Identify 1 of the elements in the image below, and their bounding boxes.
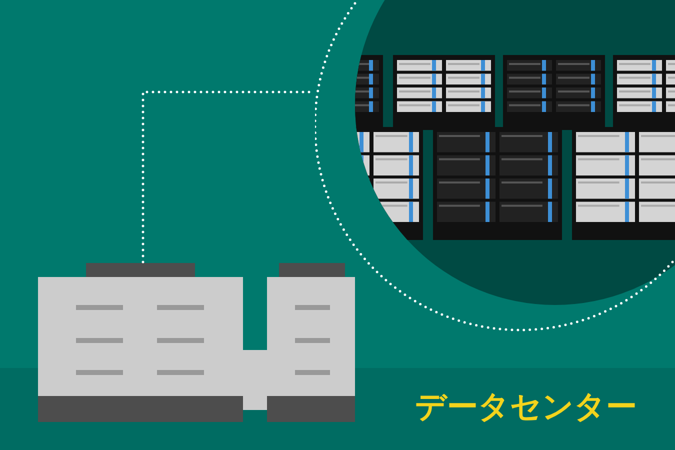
title-text: データセンター — [415, 392, 637, 423]
